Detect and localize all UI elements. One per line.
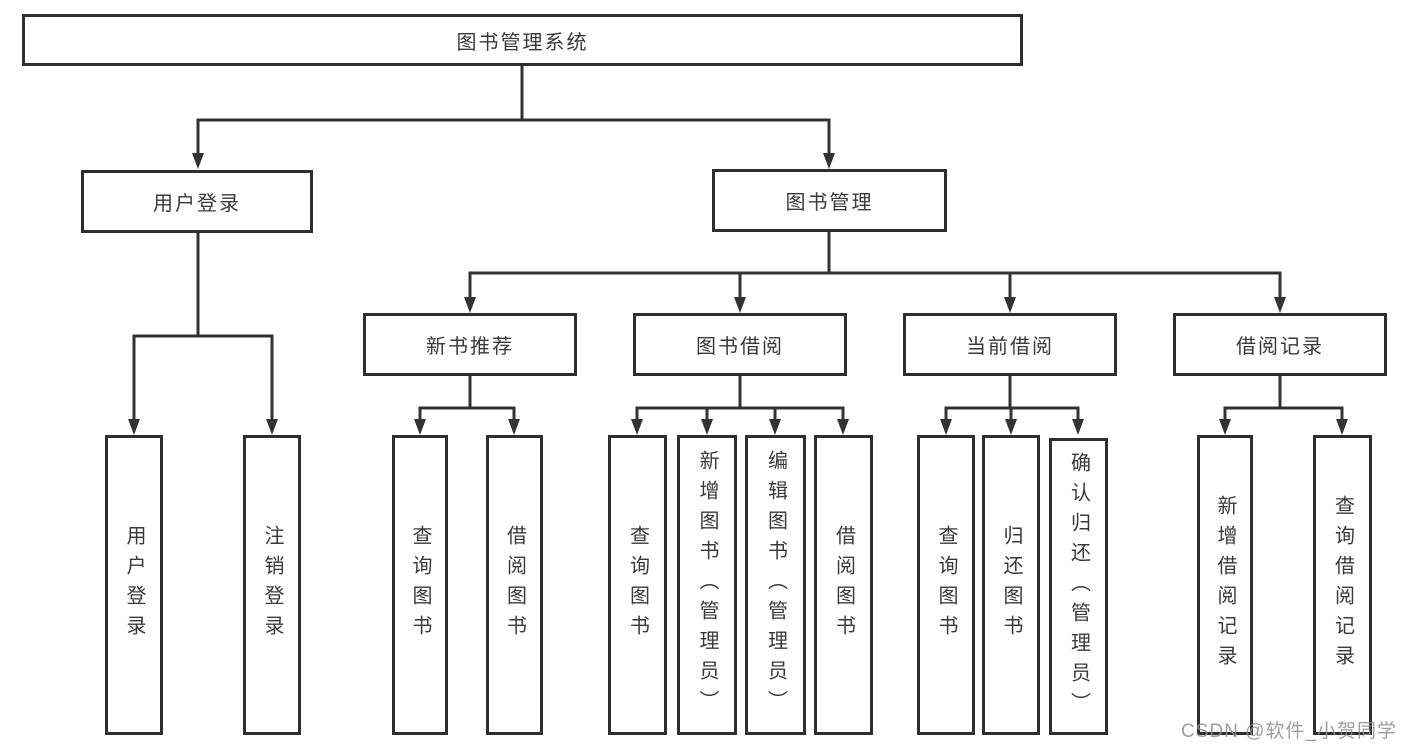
node-label: 归还图书 [1000,525,1022,645]
csdn-watermark: CSDN @软件_小贺同学 [1181,721,1397,742]
node-label: 当前借阅 [966,336,1054,358]
leaf-add-book-admin: 新增图书（管理员） [677,435,737,735]
node-label: 查询图书 [935,525,957,645]
leaf-edit-book-admin: 编辑图书（管理员） [745,435,806,735]
leaf-borrow-book-recommend: 借阅图书 [486,435,543,735]
node-label: 借阅记录 [1236,336,1324,358]
node-book-management: 图书管理 [712,169,947,232]
node-label: 编辑图书（管理员） [764,450,787,720]
node-user-login: 用户登录 [81,170,313,233]
node-label: 新增图书（管理员） [696,450,718,720]
node-label: 图书借阅 [696,336,784,358]
leaf-add-borrow-record: 新增借阅记录 [1197,435,1253,735]
node-book-borrow: 图书借阅 [633,313,847,376]
node-label: 图书管理系统 [456,31,589,54]
tree-edges [132,64,1344,423]
leaf-query-book-borrow: 查询图书 [608,435,667,735]
node-new-book-recommend: 新书推荐 [363,313,577,376]
node-label: 新书推荐 [426,336,514,358]
leaf-query-borrow-record: 查询借阅记录 [1313,435,1372,735]
leaf-user-login: 用户登录 [105,435,163,735]
node-label: 借阅图书 [503,525,526,645]
node-label: 图书管理 [785,192,874,214]
node-label: 借阅图书 [832,525,855,645]
node-borrow-records: 借阅记录 [1173,313,1387,376]
leaf-confirm-return-admin: 确认归还（管理员） [1049,438,1108,735]
node-label: 查询图书 [409,525,431,645]
leaf-borrow-book: 借阅图书 [814,435,873,735]
node-label: 查询借阅记录 [1331,495,1354,675]
node-label: 确认归还（管理员） [1067,451,1090,722]
node-current-borrow: 当前借阅 [903,313,1117,376]
leaf-return-book: 归还图书 [982,435,1040,735]
node-root-system: 图书管理系统 [22,14,1023,66]
node-label: 新增借阅记录 [1214,495,1236,675]
leaf-query-book-current: 查询图书 [917,435,975,735]
leaf-logout: 注销登录 [243,435,301,735]
node-label: 用户登录 [123,525,145,645]
leaf-query-book-recommend: 查询图书 [392,435,448,735]
node-label: 用户登录 [153,193,241,215]
node-label: 注销登录 [261,525,283,645]
node-label: 查询图书 [626,525,649,645]
